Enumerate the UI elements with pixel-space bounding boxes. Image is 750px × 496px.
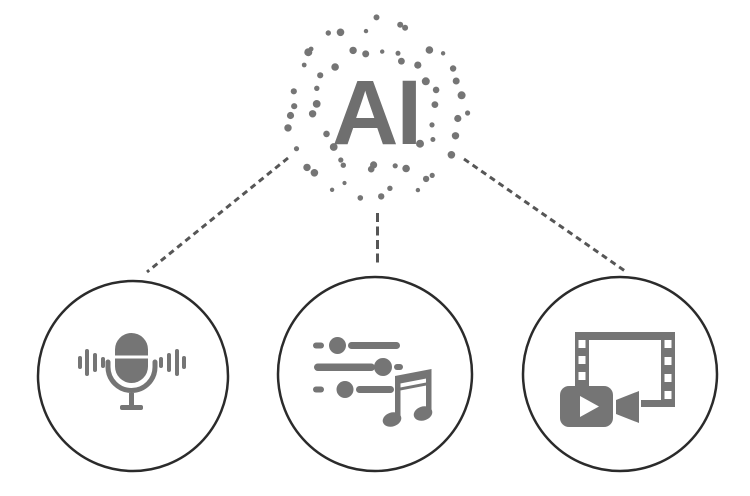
dotted-ring-icon xyxy=(284,14,471,201)
video-camera-film-strip-icon xyxy=(560,332,675,427)
voice-audio-node xyxy=(36,279,230,473)
connector-right xyxy=(463,157,626,273)
node-circle-center xyxy=(276,275,474,473)
music-mixing-node xyxy=(276,275,474,473)
ai-hub-label: AI xyxy=(332,62,420,164)
mixer-sliders-music-note-icon xyxy=(313,337,433,427)
connector-left xyxy=(146,156,289,274)
video-node xyxy=(521,275,719,473)
microphone-sound-waves-icon xyxy=(78,333,186,410)
node-circle-right xyxy=(521,275,719,473)
ai-hub: AI xyxy=(284,14,471,201)
connectors xyxy=(146,156,626,274)
